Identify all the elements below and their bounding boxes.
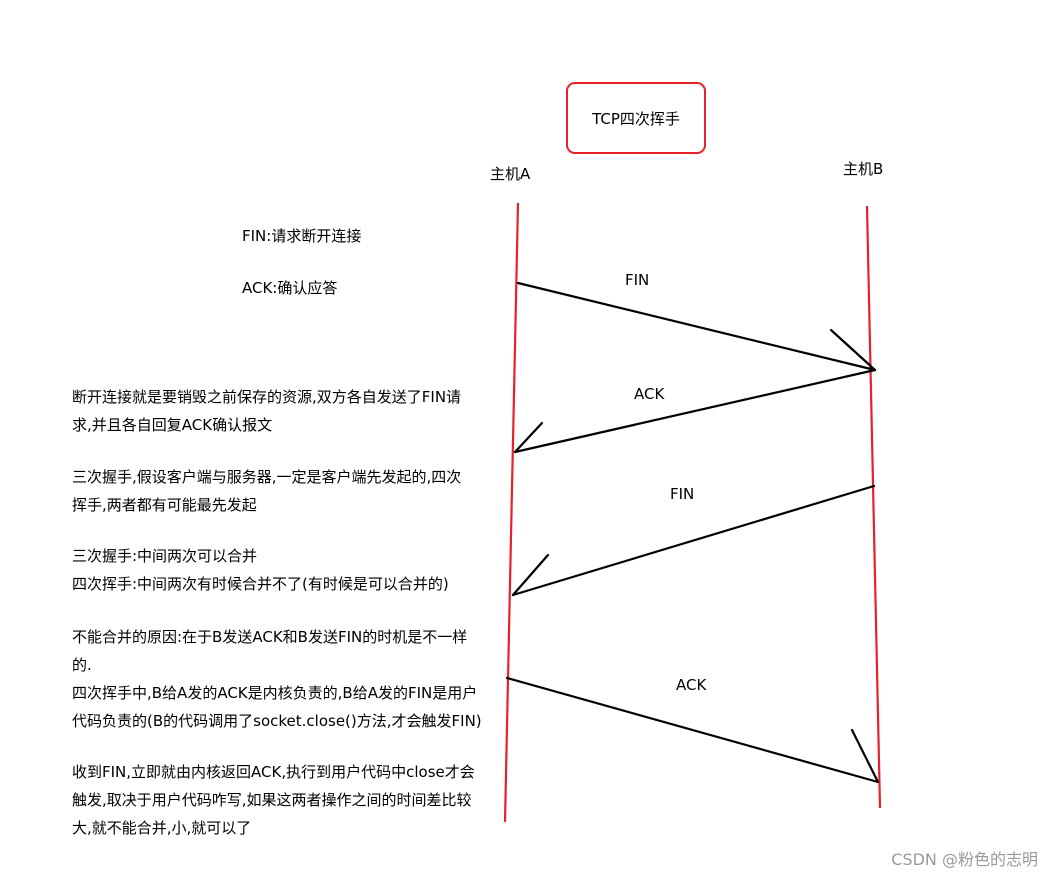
lifeline-host-a: [503, 202, 520, 823]
note-line: 收到FIN,立即就由内核返回ACK,执行到用户代码中close才会: [72, 763, 475, 781]
legend-ack: ACK:确认应答: [242, 279, 338, 297]
message-label-fin-2: FIN: [670, 485, 695, 503]
note-line: 三次握手:中间两次可以合并: [72, 547, 258, 565]
message-label-ack-1: ACK: [634, 385, 665, 403]
arrow-ack-a-to-b: [505, 676, 880, 784]
arrow-ack-b-to-a: [513, 368, 877, 454]
note-line: 不能合并的原因:在于B发送ACK和B发送FIN的时机是不一样: [72, 628, 468, 646]
legend-fin: FIN:请求断开连接: [242, 227, 362, 245]
note-line: 触发,取决于用户代码咋写,如果这两者操作之间的时间差比较: [72, 791, 472, 809]
diagram-title: TCP四次挥手: [592, 109, 680, 128]
host-b-label: 主机B: [843, 160, 884, 178]
note-paragraph-5: 收到FIN,立即就由内核返回ACK,执行到用户代码中close才会 触发,取决于…: [72, 758, 475, 842]
note-line: 求,并且各自回复ACK确认报文: [72, 416, 273, 434]
message-label-fin-1: FIN: [625, 271, 650, 289]
host-a-label: 主机A: [490, 165, 531, 183]
lifeline-host-b: [865, 205, 882, 809]
diagram-title-box: TCP四次挥手: [566, 82, 706, 154]
note-paragraph-4: 不能合并的原因:在于B发送ACK和B发送FIN的时机是不一样 的. 四次挥手中,…: [72, 623, 482, 735]
note-line: 大,就不能合并,小,就可以了: [72, 819, 252, 837]
note-paragraph-1: 断开连接就是要销毁之前保存的资源,双方各自发送了FIN请 求,并且各自回复ACK…: [72, 383, 461, 439]
watermark: CSDN @粉色的志明: [891, 850, 1038, 869]
note-line: 的.: [72, 656, 92, 674]
note-line: 三次握手,假设客户端与服务器,一定是客户端先发起的,四次: [72, 468, 462, 486]
note-line: 四次挥手:中间两次有时候合并不了(有时候是可以合并的): [72, 575, 449, 593]
message-label-ack-2: ACK: [676, 676, 707, 694]
note-line: 四次挥手中,B给A发的ACK是内核负责的,B给A发的FIN是用户: [72, 684, 478, 702]
note-line: 挥手,两者都有可能最先发起: [72, 496, 257, 514]
arrow-fin-a-to-b: [516, 281, 877, 372]
arrow-fin-b-to-a: [511, 484, 876, 597]
note-paragraph-3: 三次握手:中间两次可以合并 四次挥手:中间两次有时候合并不了(有时候是可以合并的…: [72, 542, 449, 598]
note-line: 断开连接就是要销毁之前保存的资源,双方各自发送了FIN请: [72, 388, 462, 406]
note-paragraph-2: 三次握手,假设客户端与服务器,一定是客户端先发起的,四次 挥手,两者都有可能最先…: [72, 463, 461, 519]
note-line: 代码负责的(B的代码调用了socket.close()方法,才会触发FIN): [72, 712, 482, 730]
